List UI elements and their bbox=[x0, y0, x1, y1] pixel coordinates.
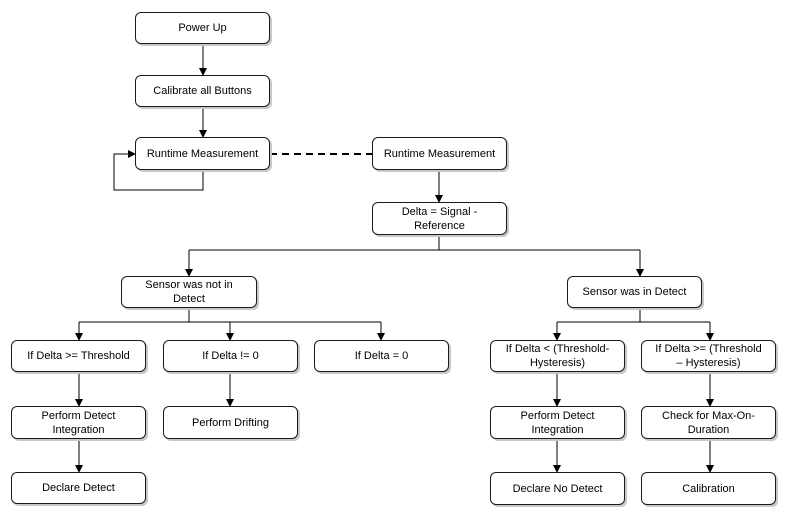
node-declare-detect: Declare Detect bbox=[11, 472, 146, 504]
node-calibration: Calibration bbox=[641, 472, 776, 505]
node-runtime-measurement-1: Runtime Measurement bbox=[135, 137, 270, 170]
node-delta-signal-reference: Delta = Signal - Reference bbox=[372, 202, 507, 235]
node-perform-detect-integration-2: Perform Detect Integration bbox=[490, 406, 625, 439]
node-if-delta-eq-0: If Delta = 0 bbox=[314, 340, 449, 372]
node-if-delta-lt-threshold-hysteresis: If Delta < (Threshold- Hysteresis) bbox=[490, 340, 625, 372]
node-if-delta-ne-0: If Delta != 0 bbox=[163, 340, 298, 372]
node-if-delta-ge-threshold-hysteresis: If Delta >= (Threshold – Hysteresis) bbox=[641, 340, 776, 372]
node-perform-detect-integration-1: Perform Detect Integration bbox=[11, 406, 146, 439]
node-sensor-not-in-detect: Sensor was not in Detect bbox=[121, 276, 257, 308]
node-power-up: Power Up bbox=[135, 12, 270, 44]
node-calibrate-all-buttons: Calibrate all Buttons bbox=[135, 75, 270, 107]
edge-runtime-loop bbox=[113, 150, 204, 191]
node-if-delta-ge-threshold: If Delta >= Threshold bbox=[11, 340, 146, 372]
node-perform-drifting: Perform Drifting bbox=[163, 406, 298, 439]
node-check-max-on-duration: Check for Max-On- Duration bbox=[641, 406, 776, 439]
node-sensor-in-detect: Sensor was in Detect bbox=[567, 276, 702, 308]
node-runtime-measurement-2: Runtime Measurement bbox=[372, 137, 507, 170]
node-declare-no-detect: Declare No Detect bbox=[490, 472, 625, 505]
